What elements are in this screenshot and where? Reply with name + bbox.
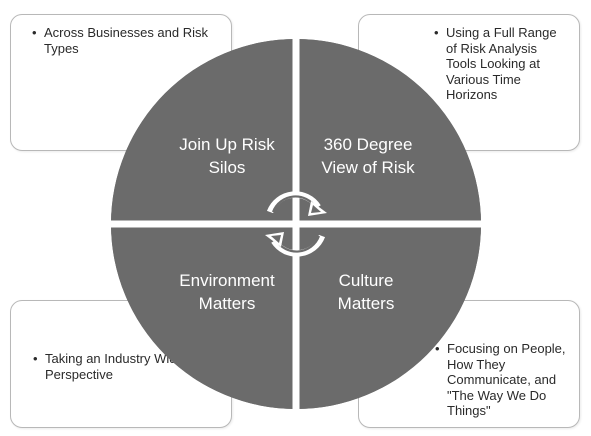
- quadrant-bottom-left-label-line1: Environment: [179, 271, 275, 290]
- quadrant-top-right-label-line2: View of Risk: [321, 158, 415, 177]
- quadrant-bottom-right: [296, 224, 481, 409]
- quadrant-top-right-label-line1: 360 Degree: [324, 135, 413, 154]
- quadrant-bottom-right-label-line2: Matters: [338, 294, 395, 313]
- callout-top-left-bullet: Across Businesses and Risk Types: [32, 25, 219, 56]
- quadrant-bottom-left: [111, 224, 296, 409]
- quadrant-top-left-label-line1: Join Up Risk: [179, 135, 275, 154]
- quadrant-top-left-label-line2: Silos: [209, 158, 246, 177]
- quadrant-top-left: [111, 39, 296, 224]
- callout-top-right-bullet: Using a Full Range of Risk Analysis Tool…: [434, 25, 569, 103]
- callout-bottom-left-bullet: Taking an Industry Wide Perspective: [33, 351, 221, 382]
- cycle-arrows-icon: [265, 191, 327, 257]
- quadrant-bottom-left-label-line2: Matters: [199, 294, 256, 313]
- quadrant-top-right: [296, 39, 481, 224]
- callout-bottom-right-bullet: Focusing on People, How They Communicate…: [435, 341, 571, 419]
- quadrant-bottom-right-label-line1: Culture: [339, 271, 394, 290]
